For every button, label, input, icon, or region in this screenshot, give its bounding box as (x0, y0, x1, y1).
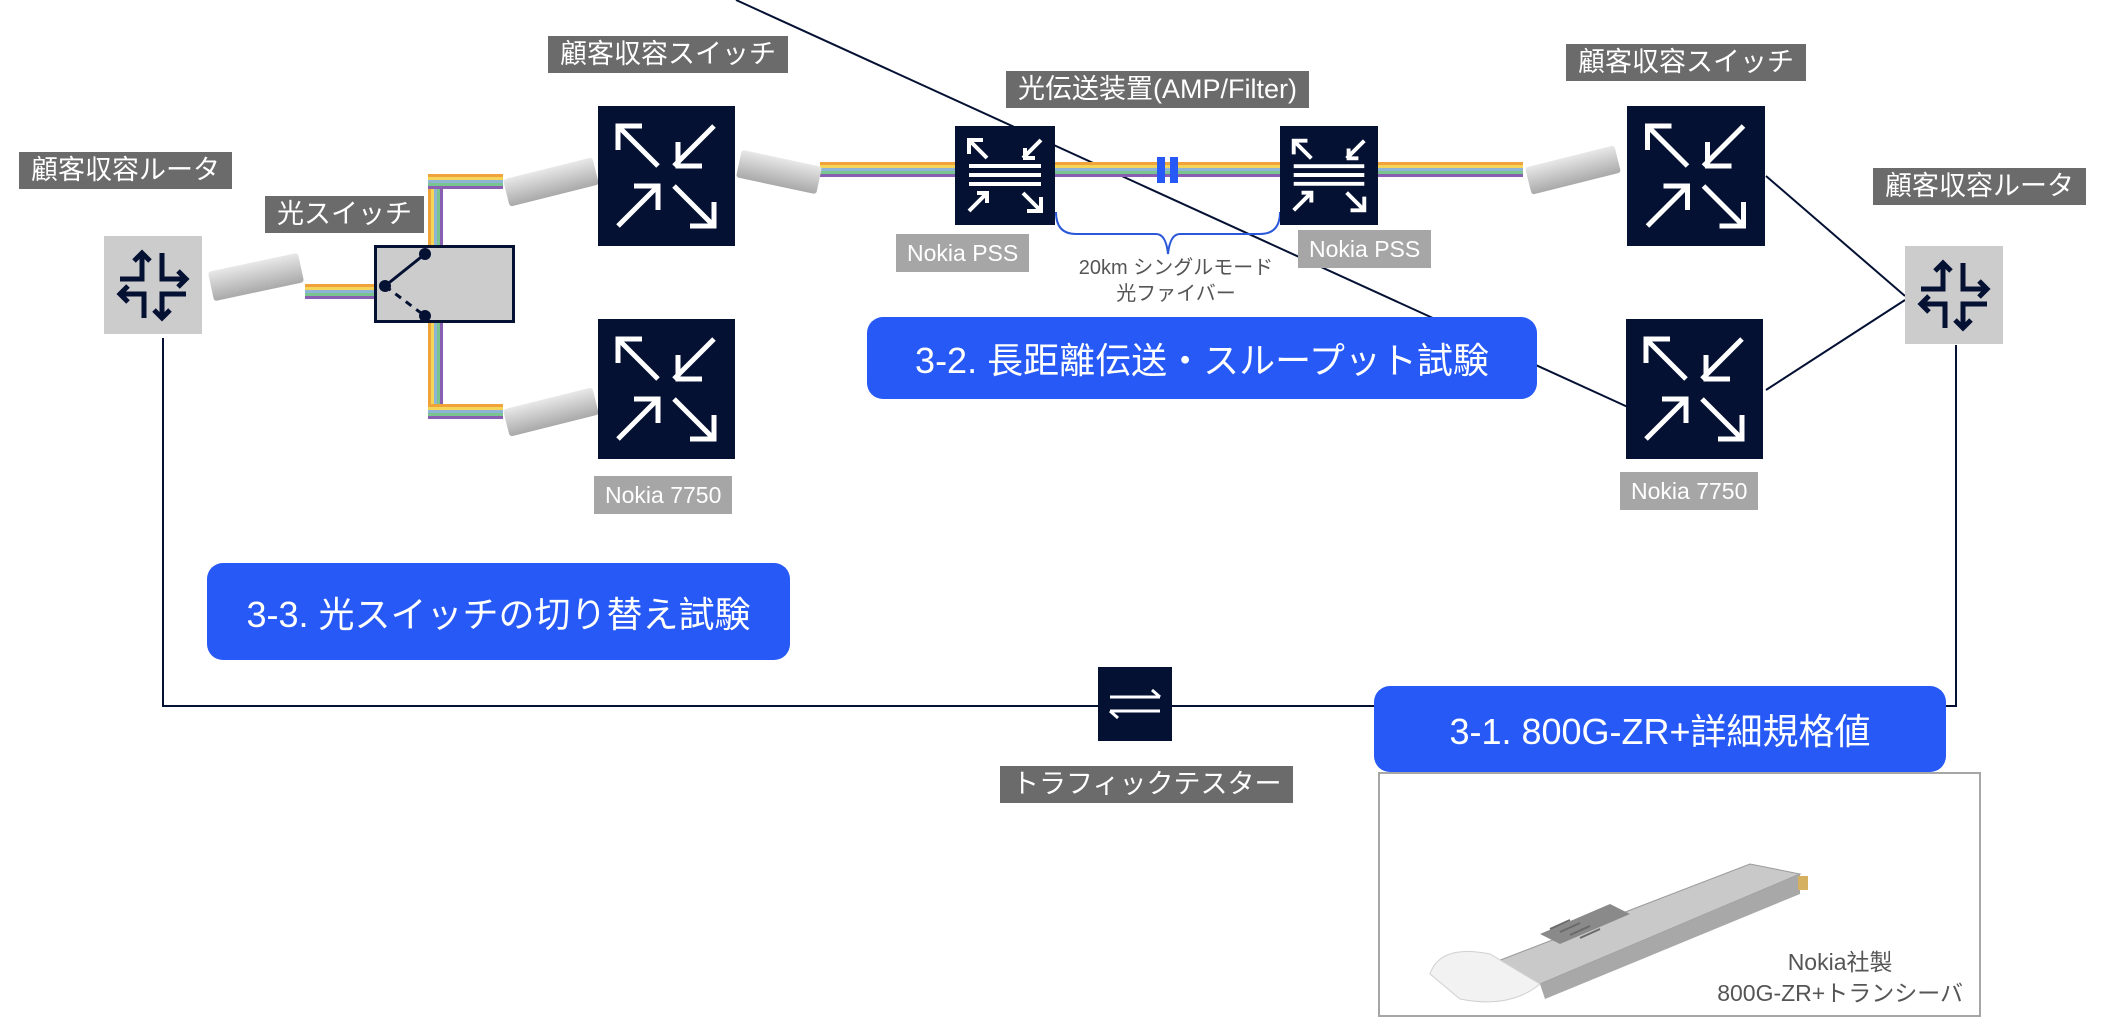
fiber-pss-span (1054, 162, 1280, 177)
link-tester-to-right-router (1172, 345, 1957, 707)
label-optical-switch: 光スイッチ (265, 196, 424, 233)
switch-arrows-icon (615, 123, 717, 229)
fiber-optical-switch-to-top-transceiver (428, 174, 503, 189)
router-icon (1917, 259, 1991, 332)
transceiver-panel: Nokia社製 800G-ZR+トランシーバ (1378, 772, 1981, 1017)
optical-switch[interactable] (374, 245, 515, 323)
transceiver-photo (1429, 863, 1808, 1003)
banner-test-3-2[interactable]: 3-2. 長距離伝送・スループット試験 (867, 317, 1537, 399)
fiber-span-caption: 20km シングルモード 光ファイバー (1066, 255, 1286, 307)
fiber-pss-right-to-switch (1378, 162, 1523, 177)
link-7750-right-to-router (1765, 299, 1906, 391)
optical-switch-icon (379, 248, 431, 320)
link-switch-right-top-to-router (1765, 175, 1906, 297)
switch-arrows-icon (1645, 123, 1746, 229)
fiber-switch-to-pss-left (820, 162, 955, 177)
nokia-pss-left[interactable] (955, 126, 1055, 225)
label-router-left: 顧客収容ルータ (19, 152, 232, 189)
nokia-pss-right[interactable] (1280, 126, 1378, 225)
pss-icon (1291, 138, 1367, 213)
fiber-caption-line1: 20km シングルモード (1078, 257, 1274, 279)
router-left[interactable] (104, 236, 202, 334)
switch-arrows-icon (615, 336, 717, 442)
link-left-router-to-tester (162, 338, 1100, 707)
label-pss-right: Nokia PSS (1298, 230, 1432, 268)
transceiver-caption: Nokia社製 800G-ZR+トランシーバ (1717, 947, 1963, 1009)
fiber-optical-switch-up (428, 176, 443, 246)
router-right[interactable] (1905, 246, 2003, 344)
fiber-router-to-optical-switch (305, 284, 375, 299)
label-nokia7750-right: Nokia 7750 (1620, 472, 1759, 510)
label-traffic-tester: トラフィックテスター (1000, 766, 1294, 803)
transceiver-caption-line2: 800G-ZR+トランシーバ (1717, 980, 1963, 1006)
router-icon (116, 249, 190, 322)
label-optical-transport: 光伝送装置(AMP/Filter) (1006, 71, 1309, 108)
transceiver-caption-line1: Nokia社製 (1787, 949, 1893, 975)
router-nokia7750-right[interactable] (1626, 319, 1763, 459)
switch-arrows-icon (1643, 336, 1745, 442)
fiber-optical-switch-to-bottom-transceiver (428, 404, 503, 419)
fiber-caption-line2: 光ファイバー (1116, 283, 1236, 305)
switch-top-left[interactable] (598, 106, 735, 246)
fiber-span-brace (1055, 211, 1281, 255)
banner-test-3-1[interactable]: 3-1. 800G-ZR+詳細規格値 (1374, 686, 1946, 772)
router-nokia7750-left[interactable] (598, 319, 735, 459)
banner-test-3-3[interactable]: 3-3. 光スイッチの切り替え試験 (207, 563, 790, 660)
label-nokia7750-left: Nokia 7750 (594, 476, 733, 514)
label-router-right: 顧客収容ルータ (1873, 168, 2086, 205)
pss-icon (967, 138, 1043, 213)
fiber-break-marker (1157, 157, 1181, 183)
bidirectional-arrows-icon (1109, 688, 1161, 720)
label-switch-top-right: 顧客収容スイッチ (1566, 44, 1806, 81)
label-pss-left: Nokia PSS (896, 234, 1030, 272)
switch-top-right[interactable] (1627, 106, 1765, 246)
fiber-optical-switch-down (428, 318, 443, 416)
traffic-tester[interactable] (1098, 667, 1172, 741)
label-switch-top-left: 顧客収容スイッチ (548, 36, 788, 73)
